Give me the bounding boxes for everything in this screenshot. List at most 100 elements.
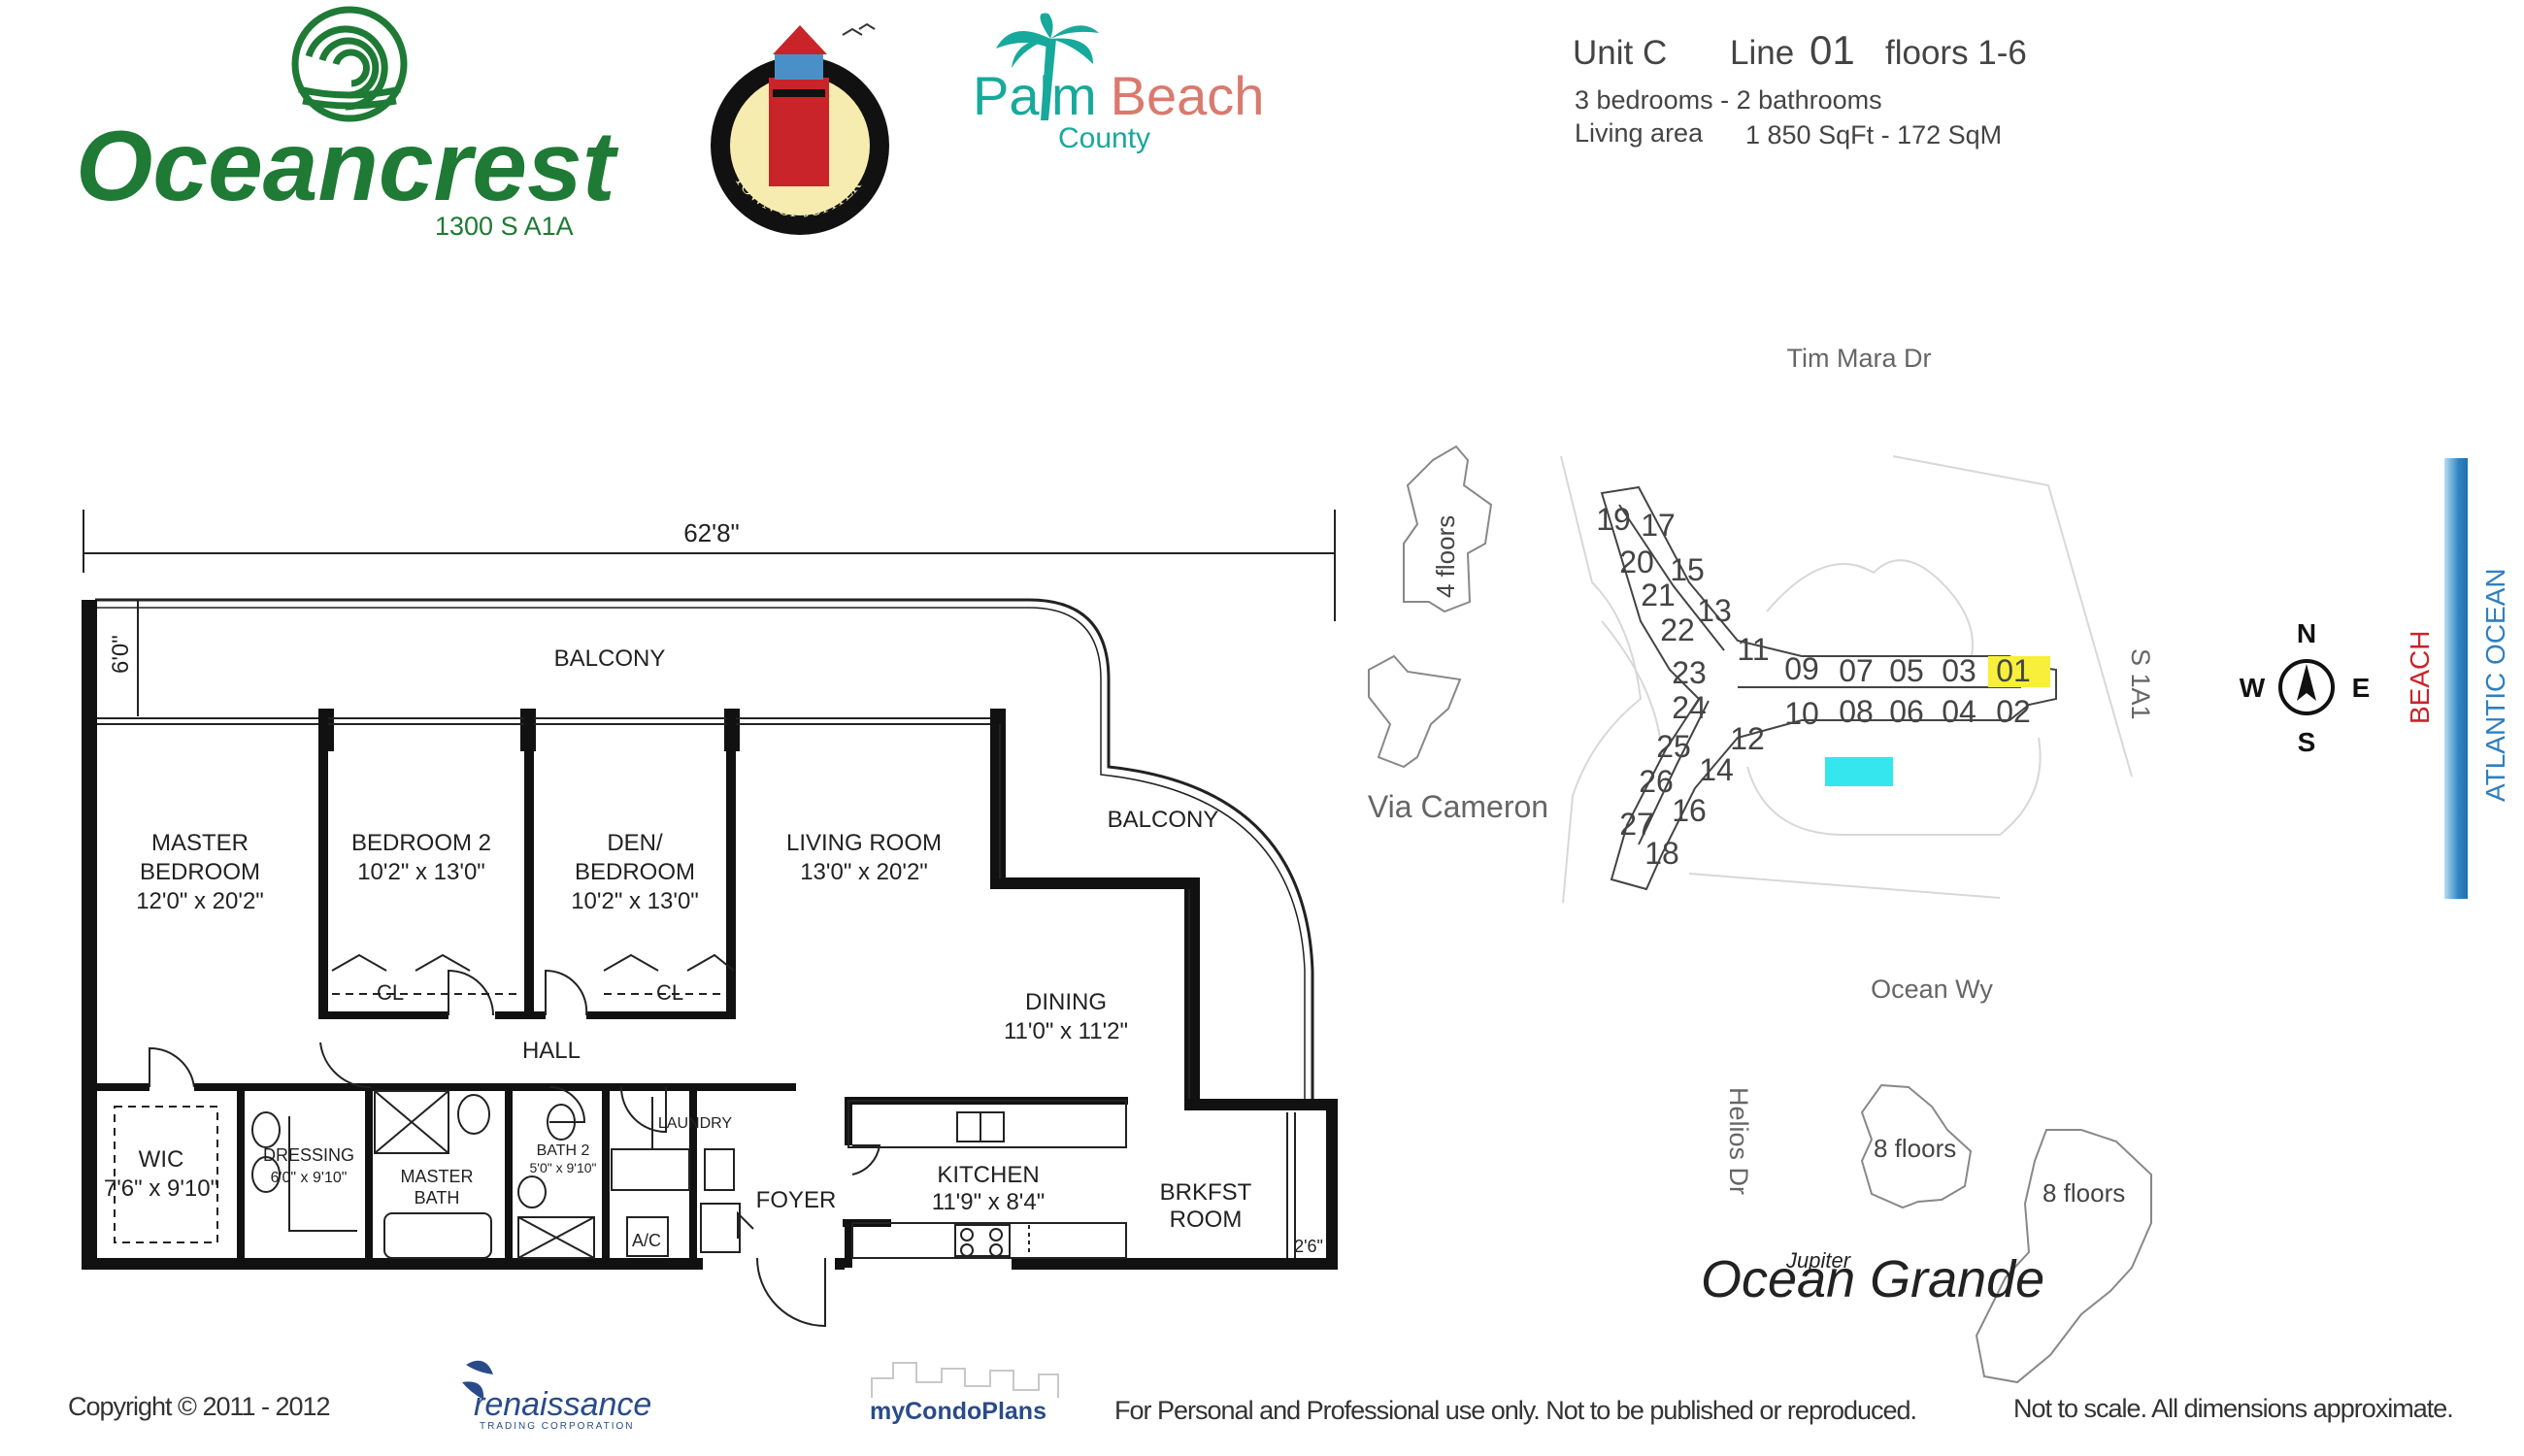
kitchen-counters [847,1100,1296,1259]
copyright-text: Copyright © 2011 - 2012 [68,1392,330,1421]
wave-emblem-icon [291,6,408,122]
foyer-label: FOYER [756,1187,837,1213]
footer: Copyright © 2011 - 2012 renaissance TRAD… [68,1360,2454,1432]
floor-plan: 62'8" 6'0" BALCONY BALCONY [82,510,1338,1328]
overall-dimension [83,510,1336,621]
unit-16: 16 [1672,793,1707,828]
unit-07: 07 [1839,653,1874,688]
beach-label: BEACH [2405,631,2435,724]
line-label: Line [1730,34,1794,72]
mycondoplans-logo: myCondoPlans [870,1362,1059,1425]
window-line [97,717,1190,1099]
ocean-grande-small: Jupiter [1785,1248,1852,1273]
wic-name: WIC [139,1146,184,1173]
closet1-label: CL [377,980,404,1005]
unit-info: Unit C Line 01 floors 1-6 3 bedrooms - 2… [1573,27,2027,149]
master-bedroom-name1: MASTER [151,830,249,856]
closet2-label: CL [656,980,683,1005]
unit-22: 22 [1660,612,1695,647]
breakfast-name2: ROOM [1170,1207,1243,1233]
bath-fixtures [114,1090,741,1259]
breakfast-name1: BRKFST [1160,1179,1252,1206]
unit-03: 03 [1942,653,1976,688]
renaissance-logo: renaissance TRADING CORPORATION [462,1360,651,1432]
ocean-grande-logo: Jupiter Ocean Grande [1701,1248,2044,1308]
ocean-grande-name: Ocean Grande [1701,1250,2044,1308]
unit-08: 08 [1839,694,1874,729]
street-south-label: Ocean Wy [1871,975,1993,1004]
closets [331,953,735,995]
neighbor-buildings [1368,445,2152,1384]
usage-text: For Personal and Professional use only. … [1114,1396,1916,1425]
unit-26: 26 [1639,764,1674,799]
compass-east: E [2352,673,2371,703]
unit-27: 27 [1619,807,1654,842]
den-name2: BEDROOM [575,859,695,885]
street-helios-label: Helios Dr [1724,1087,1753,1195]
unit-label: Unit C [1573,34,1667,72]
compass-south: S [2298,727,2316,757]
renaissance-emblem-icon [462,1360,493,1400]
street-north-label: Tim Mara Dr [1787,344,1932,373]
oceancrest-logo: Oceancrest 1300 S A1A [76,6,619,241]
county-logo-subtitle: County [1058,122,1150,154]
unit-11: 11 [1737,632,1769,667]
kitchen-dims: 11'9" x 8'4" [932,1189,1046,1215]
balcony-depth-label: 6'0" [108,635,134,674]
neighbor-floors-label: 4 floors [1431,515,1460,598]
unit-15: 15 [1670,552,1705,587]
compass-north: N [2297,618,2316,648]
dining-name: DINING [1025,989,1107,1015]
unit-19: 19 [1596,502,1631,537]
unit-17: 17 [1641,508,1676,543]
unit-04: 04 [1942,694,1976,729]
unit-02: 02 [1996,694,2031,729]
birds-icon [842,22,876,36]
unit-21: 21 [1641,578,1676,612]
door-swings [149,969,881,1328]
balcony-right-label: BALCONY [1108,807,1219,833]
kitchen-name: KITCHEN [937,1162,1039,1188]
highlighted-unit-01 [1988,656,2050,687]
palm-tree-icon [996,13,1099,120]
street-west-label: Via Cameron [1368,789,1548,824]
bath2-name: BATH 2 [537,1142,590,1159]
overall-width-label: 62'8" [683,518,740,547]
pool [1825,757,1893,786]
bedroom2-dims: 10'2" x 13'0" [357,859,485,885]
unit-14: 14 [1699,752,1734,787]
interior-walls [97,709,1128,1268]
line-number: 01 [1810,27,1855,73]
unit-13: 13 [1697,593,1732,628]
unit-numbers: 09 07 05 03 01 10 08 06 04 02 19 20 21 2… [1596,502,2031,871]
master-bedroom-dims: 12'0" x 20'2" [136,888,264,914]
master-bedroom-name2: BEDROOM [140,859,260,885]
master-bath-name1: MASTER [400,1167,473,1186]
bedroom2-name: BEDROOM 2 [351,830,491,856]
master-bath-name2: BATH [415,1188,460,1208]
unit-06: 06 [1889,694,1924,729]
living-area-value: 1 850 SqFt - 172 SqM [1745,120,2002,149]
renaissance-name: renaissance [474,1386,651,1423]
ocean-label: ATLANTIC OCEAN [2480,568,2510,802]
compass-west: W [2240,673,2266,703]
bedrooms-label: 3 bedrooms - 2 bathrooms [1575,85,1882,115]
ac-label: A/C [632,1231,661,1250]
bath2-dims: 5'0" x 9'10" [530,1160,597,1175]
compass-icon [2278,659,2335,715]
unit-18: 18 [1644,836,1679,871]
ledge-label: 2'6" [1294,1237,1323,1256]
dining-dims: 11'0" x 11'2" [1004,1018,1128,1044]
floors-label: floors 1-6 [1885,34,2027,72]
balcony-outline [95,598,1314,1107]
hall-label: HALL [522,1038,581,1064]
living-area-label: Living area [1575,118,1704,148]
dressing-name: DRESSING [263,1145,354,1165]
wic-dims: 7'6" x 9'10" [104,1175,218,1202]
den-name1: DEN/ [607,830,663,856]
ocean-strip [2444,458,2468,899]
tower2-floors-label: 8 floors [2042,1178,2125,1208]
